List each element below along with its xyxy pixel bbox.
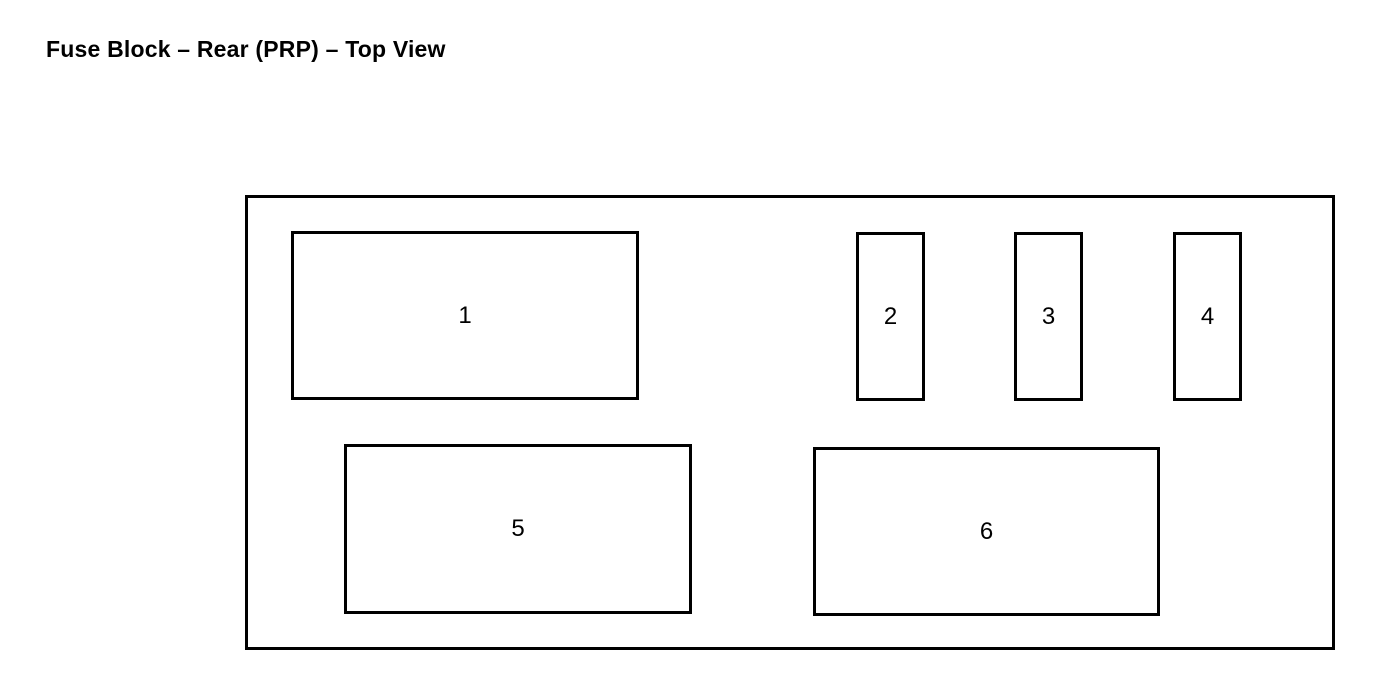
fuse-block-housing: 1 2 3 4 5 6	[245, 195, 1335, 650]
cavity-6[interactable]: 6	[813, 447, 1160, 616]
cavity-2[interactable]: 2	[856, 232, 925, 401]
cavity-3[interactable]: 3	[1014, 232, 1083, 401]
cavity-1[interactable]: 1	[291, 231, 639, 400]
page-title: Fuse Block – Rear (PRP) – Top View	[46, 36, 446, 62]
cavity-label: 6	[979, 517, 994, 545]
cavity-5[interactable]: 5	[344, 444, 692, 614]
cavity-label: 2	[883, 302, 898, 330]
cavity-label: 5	[511, 515, 525, 542]
cavity-4[interactable]: 4	[1173, 232, 1242, 401]
cavity-label: 4	[1200, 302, 1215, 330]
cavity-label: 1	[458, 301, 472, 329]
cavity-label: 3	[1041, 302, 1056, 330]
